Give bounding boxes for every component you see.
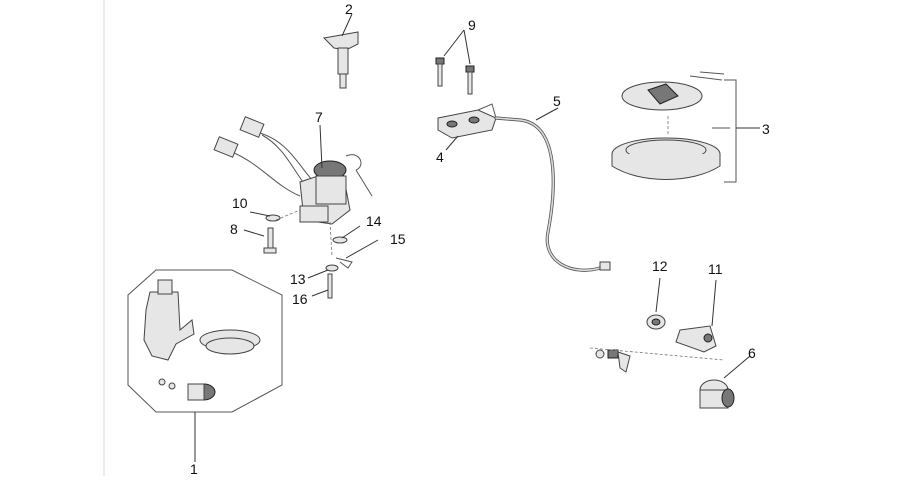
callout-15: 15 (390, 231, 406, 247)
part-9-screws (435, 29, 475, 95)
callout-11: 11 (708, 261, 723, 277)
callout-8: 8 (230, 221, 238, 237)
callout-10: 10 (232, 195, 248, 211)
part-6-lock-cylinder (589, 347, 751, 409)
part-3-tank-cap-assembly (611, 71, 760, 183)
callout-2: 2 (345, 1, 353, 17)
callout-16: 16 (292, 291, 308, 307)
callout-5: 5 (553, 93, 561, 109)
callout-9: 9 (468, 17, 476, 33)
callout-12: 12 (652, 258, 668, 274)
parts-11-12-lock-plates (646, 277, 717, 353)
callout-7: 7 (315, 109, 323, 125)
callout-13: 13 (290, 271, 306, 287)
callout-14: 14 (366, 213, 382, 229)
part-2-key (322, 13, 359, 89)
part-5-release-cable (494, 107, 611, 272)
part-4-bracket (437, 103, 497, 151)
parts-8-10-bolt-washer (243, 209, 301, 254)
callout-3: 3 (762, 121, 770, 137)
part-7-ignition-switch (213, 116, 373, 225)
callout-4: 4 (436, 149, 444, 165)
part-1-lock-kit (127, 269, 283, 462)
callout-6: 6 (748, 345, 756, 361)
parts-13-16-small-hardware (307, 221, 379, 299)
callout-1: 1 (190, 461, 198, 477)
